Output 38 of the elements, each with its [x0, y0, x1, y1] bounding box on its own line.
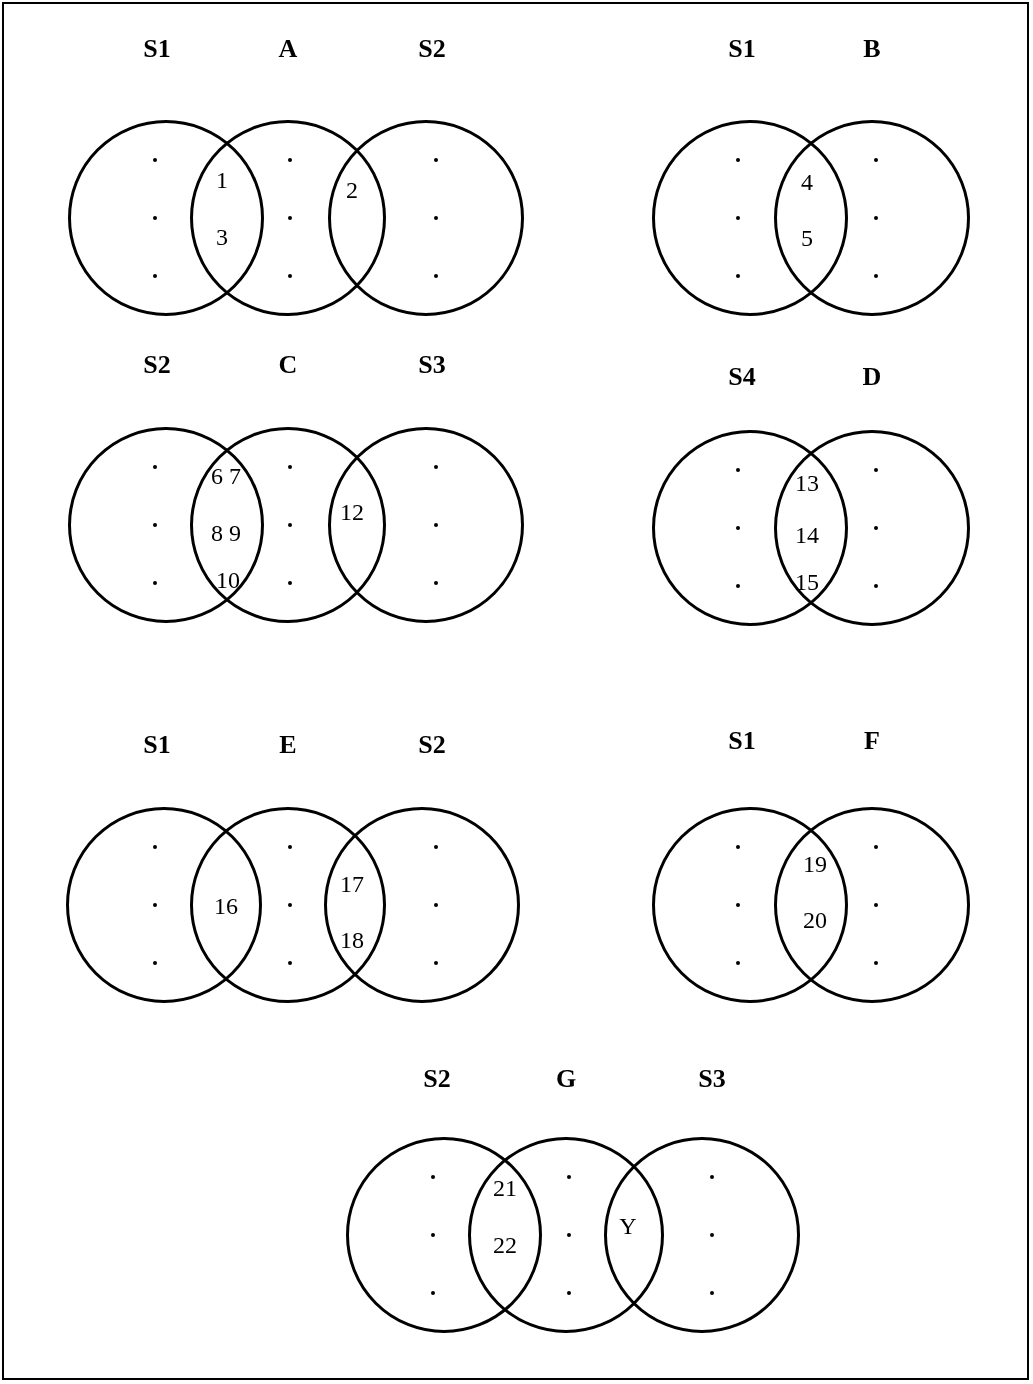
region-number: 8 9 [211, 521, 241, 545]
region-number: 10 [216, 568, 240, 592]
region-number: 17 [340, 872, 364, 896]
region-number: 18 [340, 928, 364, 952]
set-label: S1 [143, 730, 171, 760]
region-number: 3 [216, 225, 228, 249]
set-label: S4 [728, 362, 756, 392]
region-number: Y [619, 1214, 637, 1238]
set-label: S1 [728, 34, 756, 64]
set-label: S1 [728, 726, 756, 756]
region-number: 21 [493, 1176, 517, 1200]
region-number: 5 [801, 226, 813, 250]
set-label: A [278, 34, 298, 64]
set-label: F [864, 726, 880, 756]
set-label: D [862, 362, 882, 392]
region-number: 22 [493, 1233, 517, 1257]
set-label: S1 [143, 34, 171, 64]
set-label: S2 [143, 350, 171, 380]
region-number: 2 [346, 178, 358, 202]
set-label: S2 [418, 730, 446, 760]
set-label: S2 [418, 34, 446, 64]
region-number: 1 [216, 168, 228, 192]
set-label: B [863, 34, 881, 64]
region-number: 16 [214, 894, 238, 918]
set-label: S3 [698, 1064, 726, 1094]
set-label: C [278, 350, 298, 380]
region-number: 4 [801, 170, 813, 194]
region-number: 14 [795, 523, 819, 547]
region-number: 19 [803, 852, 827, 876]
set-label: S3 [418, 350, 446, 380]
region-number: 13 [795, 471, 819, 495]
set-label: S2 [423, 1064, 451, 1094]
set-label: G [555, 1064, 577, 1094]
region-number: 20 [803, 908, 827, 932]
region-number: 12 [340, 500, 364, 524]
region-number: 15 [795, 570, 819, 594]
set-label: E [279, 730, 297, 760]
region-number: 6 7 [211, 464, 241, 488]
